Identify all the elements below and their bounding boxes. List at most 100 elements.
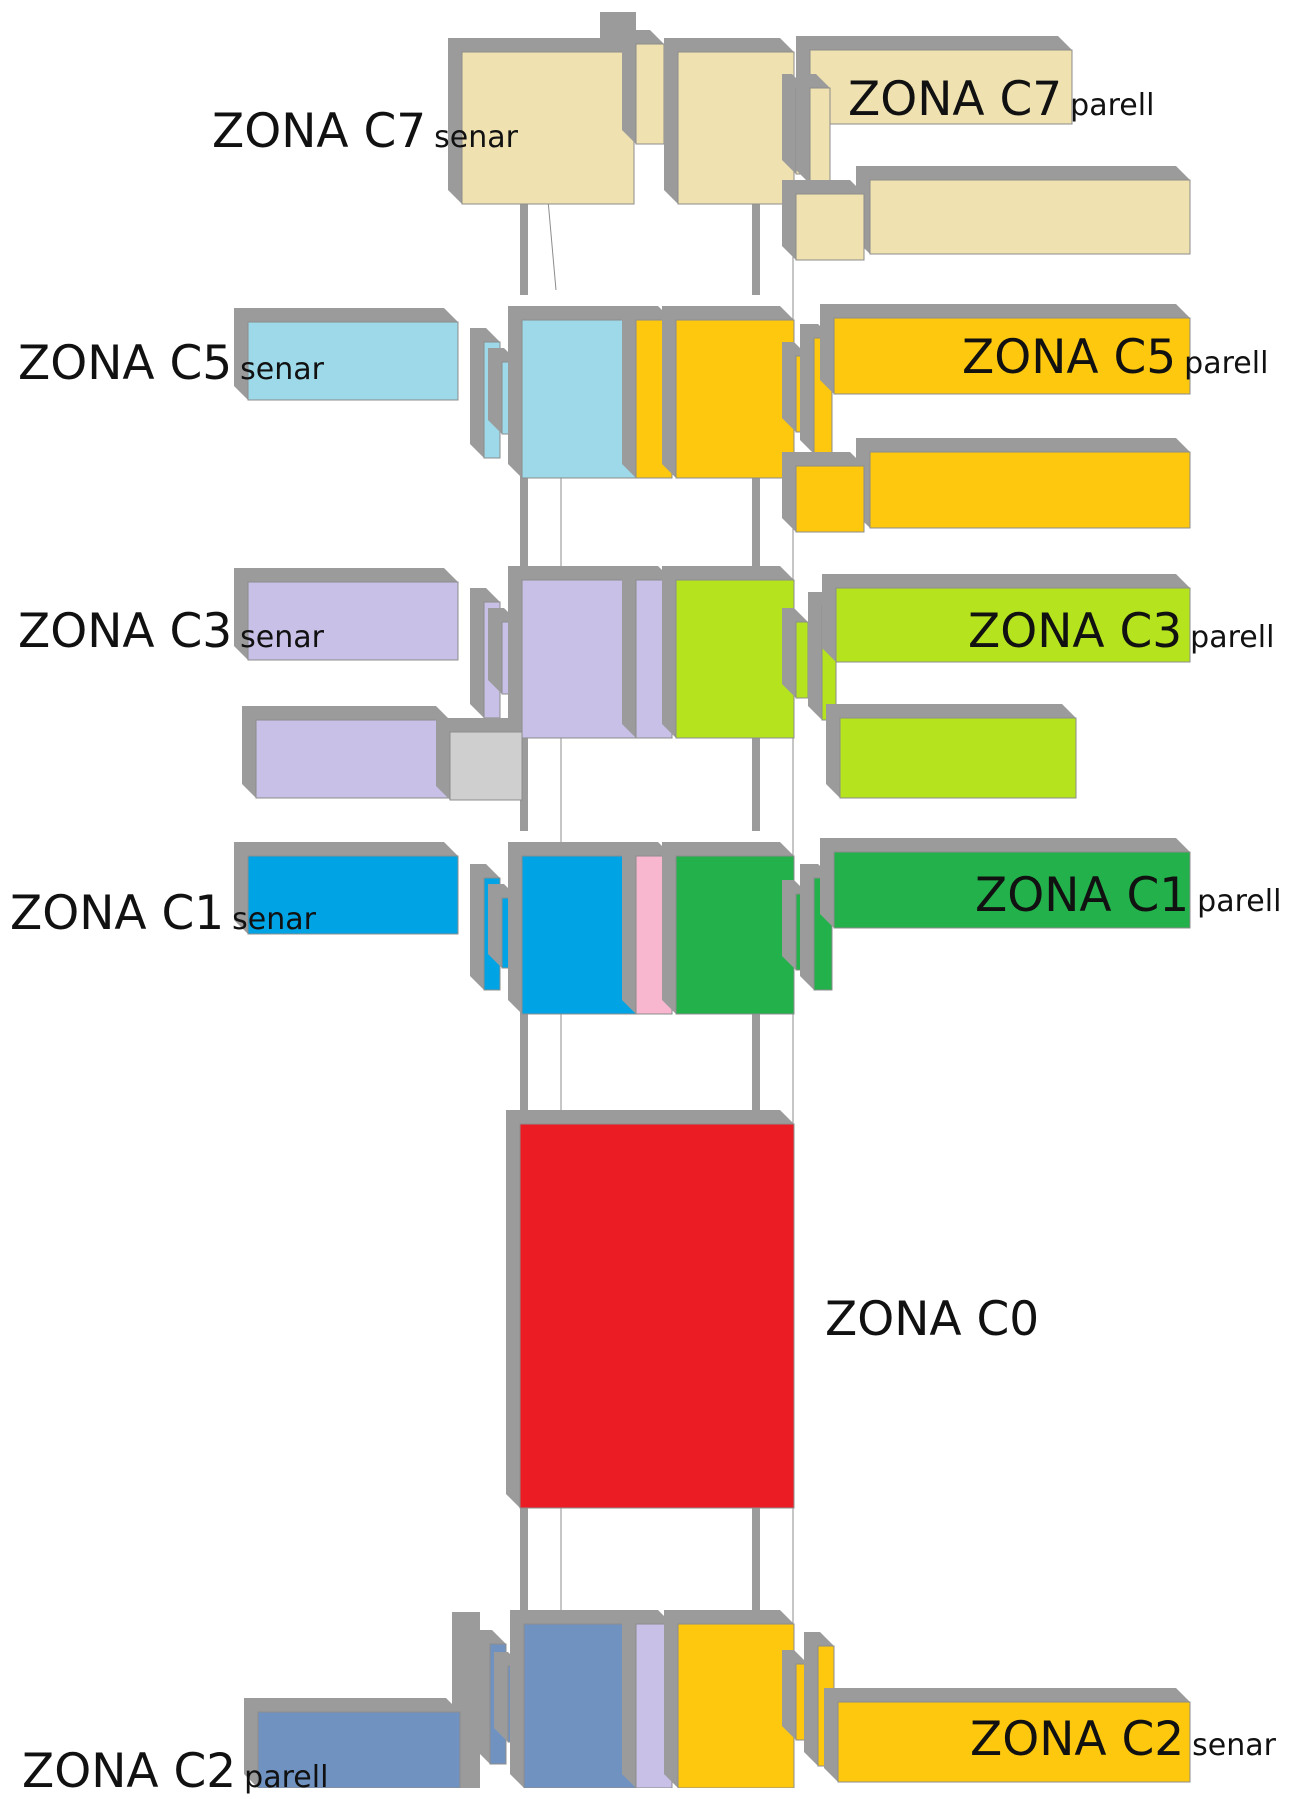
block-c3-parell-bottom <box>839 717 1077 799</box>
block-c3-parell-stair <box>795 621 809 699</box>
block-c2-parell-main-shadow <box>510 1610 636 1788</box>
label-c5-senar-sub: senar <box>240 352 324 387</box>
column-right-c1 <box>752 1010 760 1110</box>
block-c7-parell-top-shadow <box>796 36 1072 124</box>
block-c0 <box>519 1123 795 1509</box>
block-c7-stair-shadow <box>782 74 806 174</box>
block-c5-parell-stair2-shadow <box>800 324 832 454</box>
column-right-c0 <box>752 1500 760 1610</box>
block-c1-parell-stair2-shadow <box>800 864 832 990</box>
label-c2-parell-sub: parell <box>244 1760 329 1795</box>
block-c1-parell-wing <box>833 851 1191 929</box>
label-c1-senar-sub: senar <box>232 902 316 937</box>
block-c3-strip-shadow <box>622 566 672 738</box>
block-c5-senar-main <box>521 319 637 479</box>
block-c3-senar-stair2-shadow <box>488 608 518 694</box>
block-c1-senar-wing <box>247 855 459 935</box>
label-c2-parell-main: ZONA C2 <box>22 1744 237 1799</box>
block-c7-stair2 <box>809 87 831 185</box>
block-c5-parell-main <box>675 319 795 479</box>
block-c5-parell-main-shadow <box>662 306 794 478</box>
block-c1-parell-main <box>675 855 795 1015</box>
label-c2-senar-sub: senar <box>1192 1728 1276 1763</box>
block-c3-parell-stair-shadow <box>782 608 808 698</box>
block-c3-senar-lower-shadow <box>242 706 450 798</box>
block-c1-parell-main-shadow <box>662 842 794 1014</box>
block-c3-senar-stair-shadow <box>470 588 500 718</box>
block-c3-parell-top <box>835 587 1191 663</box>
block-c3-parell-top-shadow <box>822 574 1190 662</box>
block-c2-senar-main-shadow <box>664 1610 794 1788</box>
block-c1-senar-wing-shadow <box>234 842 458 934</box>
label-c0-main: ZONA C0 <box>825 1292 1040 1347</box>
block-c7-parell-bottom <box>869 179 1191 255</box>
label-c1-senar-main: ZONA C1 <box>10 886 225 941</box>
block-c1-senar-stair-shadow <box>470 864 500 990</box>
label-c7-parell-main: ZONA C7 <box>848 72 1063 127</box>
block-c7-connector <box>795 193 865 261</box>
block-c2-parell-wing-shadow <box>244 1698 460 1788</box>
column-left-c5 <box>520 475 528 570</box>
block-c5-senar-main-shadow <box>508 306 636 478</box>
label-c2-senar-main: ZONA C2 <box>970 1712 1185 1767</box>
block-c3-senar-wing <box>247 581 459 661</box>
block-c7-core <box>635 43 665 145</box>
label-c3-senar-main: ZONA C3 <box>18 604 233 659</box>
block-c5-connector <box>795 465 865 533</box>
block-c2-senar-wing <box>837 1701 1191 1783</box>
column-right-c5 <box>752 475 760 570</box>
block-c3-senar-lower <box>255 719 451 799</box>
block-c1-parell-stair-shadow <box>782 880 808 970</box>
block-c3-senar-wing-shadow <box>234 568 458 660</box>
block-c1-senar-main-shadow <box>508 842 636 1014</box>
block-c3-parell-main-shadow <box>662 566 794 738</box>
label-c5-parell-main: ZONA C5 <box>962 330 1177 385</box>
block-c5-senar-stair2-shadow <box>488 348 518 434</box>
block-c3-parell-bottom-shadow <box>826 704 1076 798</box>
block-c7-parell-main <box>677 51 795 205</box>
column-right-c7 <box>752 200 760 295</box>
block-c2-parell-main <box>523 1623 637 1788</box>
block-c1-senar-main <box>521 855 637 1015</box>
block-c7-parell-main-shadow <box>664 38 794 204</box>
column-line-c7 <box>547 199 557 291</box>
block-c3-parell-main <box>675 579 795 739</box>
column-right-c3 <box>752 736 760 831</box>
column-left-c7 <box>520 200 528 295</box>
block-c2-senar-main <box>677 1623 795 1788</box>
label-c3-parell-main: ZONA C3 <box>968 604 1183 659</box>
block-c5-connector-shadow <box>782 452 864 532</box>
block-c7-parell-top <box>809 49 1073 125</box>
block-c2-senar-stair2-shadow <box>804 1632 834 1766</box>
block-c5-senar-stair-shadow <box>470 328 500 458</box>
block-c2-senar-stair-shadow <box>782 1650 808 1740</box>
column-left-c3 <box>520 736 528 831</box>
label-c7-senar-main: ZONA C7 <box>212 104 427 159</box>
block-c7-core-shadow <box>622 30 664 144</box>
block-c3-senar-main-shadow <box>508 566 636 738</box>
block-c5-parell-top-shadow <box>820 304 1190 394</box>
block-c5-parell-bottom-shadow <box>856 438 1190 528</box>
block-c3-senar-main <box>521 579 637 739</box>
block-c5-parell-stair-shadow <box>782 342 808 432</box>
block-c3-grey-shadow <box>436 718 522 800</box>
block-c1-parell-wing-shadow <box>820 838 1190 928</box>
label-c7-parell-sub: parell <box>1070 88 1155 123</box>
block-c1-senar-stair2-shadow <box>488 884 518 968</box>
column-left-c1 <box>520 1010 528 1110</box>
block-c2-parell-stair-shadow <box>476 1630 506 1764</box>
block-c5-senar-wing-shadow <box>234 308 458 400</box>
block-c2-strip-shadow <box>622 1610 672 1788</box>
block-c5-strip-shadow <box>622 306 672 478</box>
label-c7-senar-sub: senar <box>434 120 518 155</box>
block-c3-grey <box>449 731 523 801</box>
label-c1-parell-sub: parell <box>1197 884 1282 919</box>
block-c5-parell-bottom <box>869 451 1191 529</box>
